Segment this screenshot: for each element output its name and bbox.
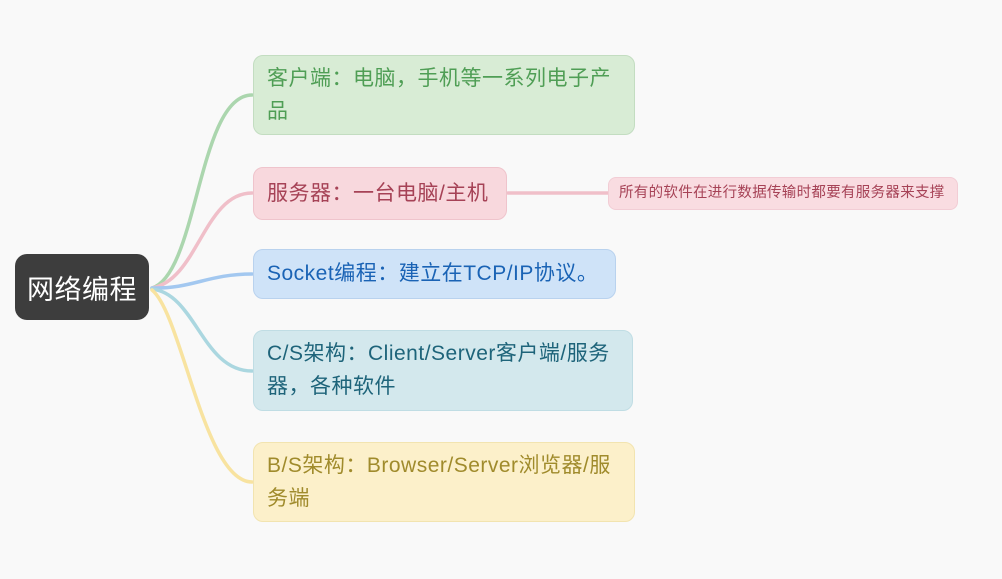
connector-root-cs xyxy=(150,287,254,373)
root-node[interactable]: 网络编程 xyxy=(15,254,149,320)
connector-root-bs xyxy=(150,288,254,484)
branch-node-client[interactable]: 客户端：电脑，手机等一系列电子产品 xyxy=(253,55,635,135)
branch-node-socket[interactable]: Socket编程：建立在TCP/IP协议。 xyxy=(253,249,616,299)
server-note-node[interactable]: 所有的软件在进行数据传输时都要有服务器来支撑 xyxy=(608,177,958,210)
connector-root-client xyxy=(150,93,254,290)
connector-root-server xyxy=(150,191,254,290)
branch-node-server[interactable]: 服务器：一台电脑/主机 xyxy=(253,167,507,220)
branch-node-cs-architecture[interactable]: C/S架构：Client/Server客户端/服务器，各种软件 xyxy=(253,330,633,411)
connector-root-socket xyxy=(150,272,254,290)
branch-node-bs-architecture[interactable]: B/S架构：Browser/Server浏览器/服务端 xyxy=(253,442,635,522)
